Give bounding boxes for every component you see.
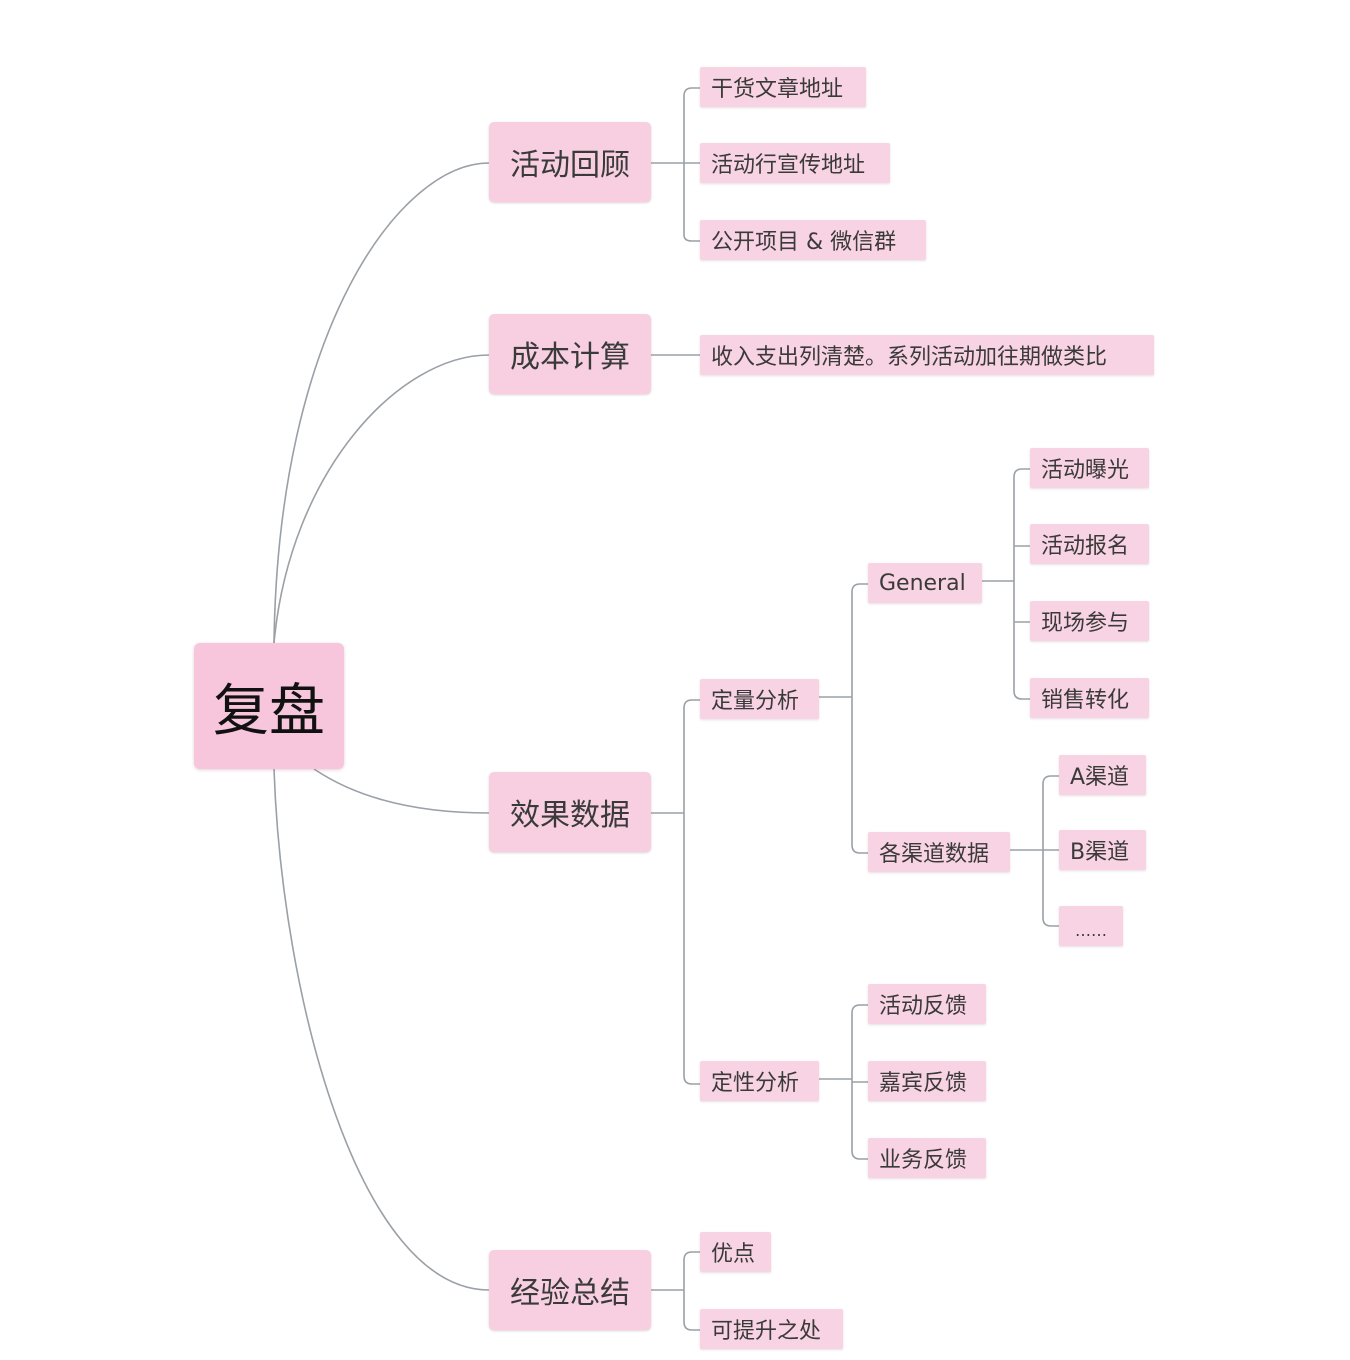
- link-review-children: [651, 87, 700, 242]
- leaf-review-project: 公开项目 & 微信群: [700, 220, 926, 260]
- leaf-exposure: 活动曝光: [1030, 448, 1149, 488]
- branch-summary: 经验总结: [489, 1250, 651, 1330]
- link-channel-children: [1010, 775, 1059, 927]
- branch-effect: 效果数据: [489, 772, 651, 852]
- leaf-strengths: 优点: [700, 1232, 771, 1272]
- leaf-guest-feedback: 嘉宾反馈: [868, 1061, 986, 1101]
- link-effect-children: [651, 699, 700, 1085]
- leaf-registration: 活动报名: [1030, 524, 1149, 564]
- leaf-attendance: 现场参与: [1030, 601, 1149, 641]
- node-channels: 各渠道数据: [868, 832, 1010, 872]
- leaf-cost-detail: 收入支出列清楚。系列活动加往期做类比: [700, 335, 1154, 375]
- leaf-activity-feedback: 活动反馈: [868, 984, 986, 1024]
- leaf-improvements: 可提升之处: [700, 1309, 843, 1349]
- leaf-channel-a: A渠道: [1059, 755, 1146, 795]
- node-general: General: [868, 563, 982, 603]
- link-root-review: [273, 162, 490, 644]
- link-root-cost: [273, 354, 490, 644]
- root-node: 复盘: [194, 643, 344, 769]
- leaf-channel-b: B渠道: [1059, 830, 1146, 870]
- leaf-conversion: 销售转化: [1030, 678, 1149, 718]
- leaf-business-feedback: 业务反馈: [868, 1138, 986, 1178]
- node-quant: 定量分析: [700, 679, 819, 719]
- branch-cost: 成本计算: [489, 314, 651, 394]
- leaf-channel-more: ……: [1059, 906, 1123, 946]
- node-qual: 定性分析: [700, 1061, 819, 1101]
- link-summary-children: [651, 1251, 700, 1331]
- leaf-review-articles: 干货文章地址: [700, 67, 866, 107]
- link-root-summary: [273, 768, 490, 1291]
- link-root-effect: [313, 768, 490, 814]
- link-quant-children: [819, 583, 868, 854]
- link-qual-children: [819, 1004, 868, 1160]
- link-general-children: [982, 468, 1030, 700]
- branch-review: 活动回顾: [489, 122, 651, 202]
- leaf-review-promo: 活动行宣传地址: [700, 143, 890, 183]
